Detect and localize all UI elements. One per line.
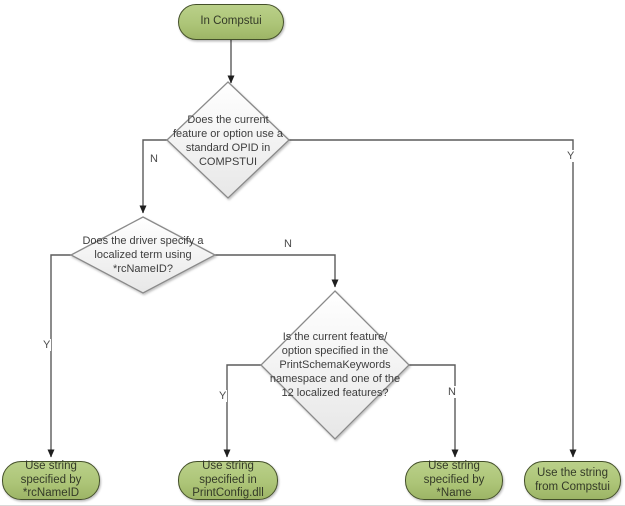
edge-printschema-no: [409, 364, 459, 458]
edge-opid-yes: [289, 139, 577, 458]
result-rcnameid-node: Use string specified by *rcNameID: [2, 459, 100, 500]
decision-opid-text: Does the current feature or option use a…: [172, 113, 284, 169]
result-name-label: Use string specified by *Name: [423, 459, 485, 500]
edge-rcnameid-yes: [47, 254, 71, 458]
edge-rcnameid-no: [215, 254, 339, 288]
edge-label-printschema-no: N: [447, 386, 457, 398]
result-name-node: Use string specified by *Name: [405, 459, 503, 500]
edge-label-opid-yes: Y: [566, 150, 576, 162]
decision-opid-diamond: [166, 81, 290, 199]
start-node: In Compstui: [178, 4, 284, 40]
start-node-label: In Compstui: [200, 15, 262, 28]
result-printconfig-node: Use string specified in PrintConfig.dll: [178, 459, 278, 500]
edge-label-opid-no: N: [149, 153, 159, 165]
result-compstui-label: Use the string from Compstui: [535, 466, 610, 493]
edge-label-rcnameid-yes: Y: [42, 339, 52, 351]
result-printconfig-label: Use string specified in PrintConfig.dll: [192, 459, 264, 500]
edge-printschema-yes: [223, 364, 261, 458]
decision-printschema-diamond: [260, 290, 410, 440]
edge-label-rcnameid-no: N: [283, 238, 293, 250]
result-compstui-node: Use the string from Compstui: [524, 461, 621, 500]
decision-rcnameid-text: Does the driver specify a localized term…: [82, 234, 204, 276]
edge-label-printschema-yes: Y: [218, 390, 228, 402]
result-rcnameid-label: Use string specified by *rcNameID: [20, 459, 82, 500]
decision-rcnameid-diamond: [69, 216, 217, 294]
edge-opid-no: [139, 139, 167, 214]
decision-printschema-text: Is the current feature/ option specified…: [269, 330, 401, 400]
